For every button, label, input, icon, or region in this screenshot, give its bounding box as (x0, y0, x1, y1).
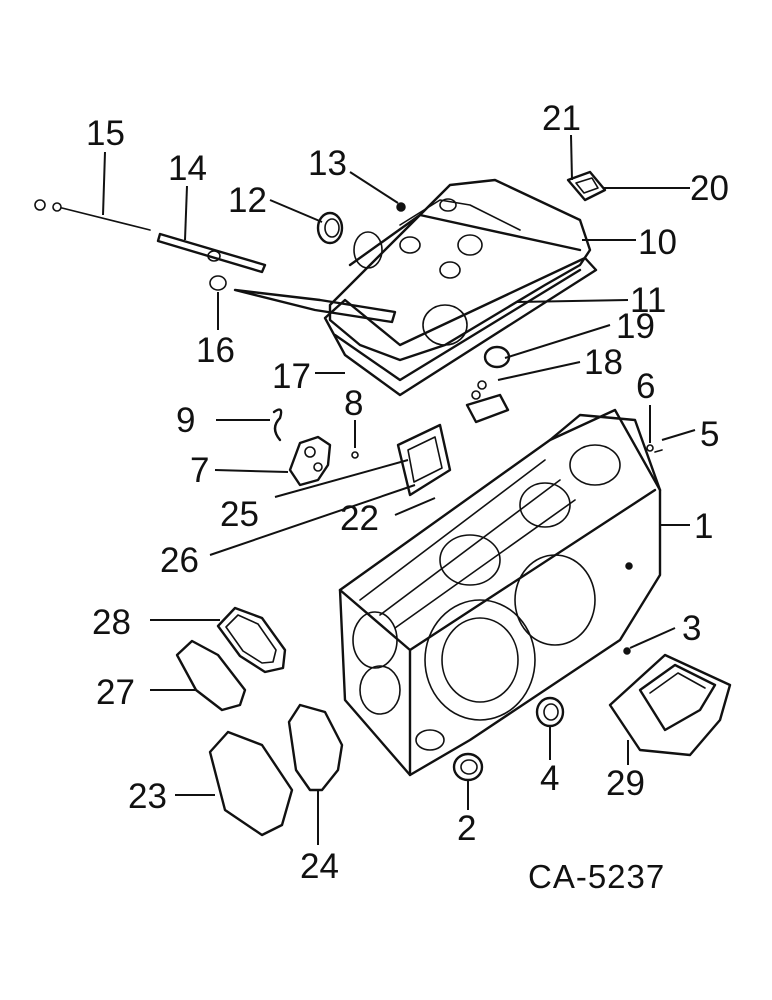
callout-13: 13 (308, 144, 347, 183)
top-cover (328, 178, 592, 382)
callout-29: 29 (606, 764, 645, 803)
callout-11: 11 (630, 281, 666, 320)
callout-17: 17 (272, 357, 311, 396)
callout-21: 21 (542, 99, 581, 138)
callout-3: 3 (682, 609, 701, 648)
gasket-27 (175, 639, 247, 712)
callout-2: 2 (457, 809, 476, 848)
callout-12: 12 (228, 181, 267, 220)
gasket-23 (208, 730, 294, 837)
callout-16: 16 (196, 331, 235, 370)
part-5 (654, 449, 663, 453)
transmission-housing (338, 408, 662, 777)
part-18 (465, 380, 510, 424)
callout-18: 18 (584, 343, 623, 382)
callout-14: 14 (168, 149, 207, 188)
callout-5: 5 (700, 415, 719, 454)
pan-29 (608, 653, 732, 757)
gasket-28 (216, 606, 287, 674)
callout-23: 23 (128, 777, 167, 816)
callout-27: 27 (96, 673, 135, 712)
callout-4: 4 (540, 759, 559, 798)
diagram-code: CA-5237 (528, 858, 665, 895)
plug-13 (396, 202, 406, 212)
callout-6: 6 (636, 367, 655, 406)
seal-4 (535, 696, 565, 728)
bracket-7 (288, 435, 332, 487)
callout-1: 1 (694, 507, 713, 546)
shift-rod-assembly (34, 199, 397, 324)
callout-22: 22 (340, 499, 379, 538)
callout-labels: 15 14 12 13 21 20 10 11 19 16 17 18 6 9 … (86, 99, 729, 895)
clip-9 (272, 408, 283, 442)
plug-3 (623, 647, 631, 655)
callout-8: 8 (344, 384, 363, 423)
callout-28: 28 (92, 603, 131, 642)
callout-25: 25 (220, 495, 259, 534)
callout-7: 7 (190, 451, 209, 490)
gasket-24 (287, 703, 344, 792)
callout-24: 24 (300, 847, 339, 886)
callout-19: 19 (616, 307, 655, 346)
part-6 (646, 444, 654, 452)
callout-15: 15 (86, 114, 125, 153)
pin-8 (351, 451, 359, 459)
seal-12 (316, 211, 344, 245)
leader-lines (102, 134, 696, 845)
callout-20: 20 (690, 169, 729, 208)
bracket-plate (396, 423, 452, 497)
cover-gasket (323, 256, 598, 397)
callout-9: 9 (176, 401, 195, 440)
callout-10: 10 (638, 223, 677, 262)
callout-26: 26 (160, 541, 199, 580)
cover-plate (566, 170, 607, 202)
